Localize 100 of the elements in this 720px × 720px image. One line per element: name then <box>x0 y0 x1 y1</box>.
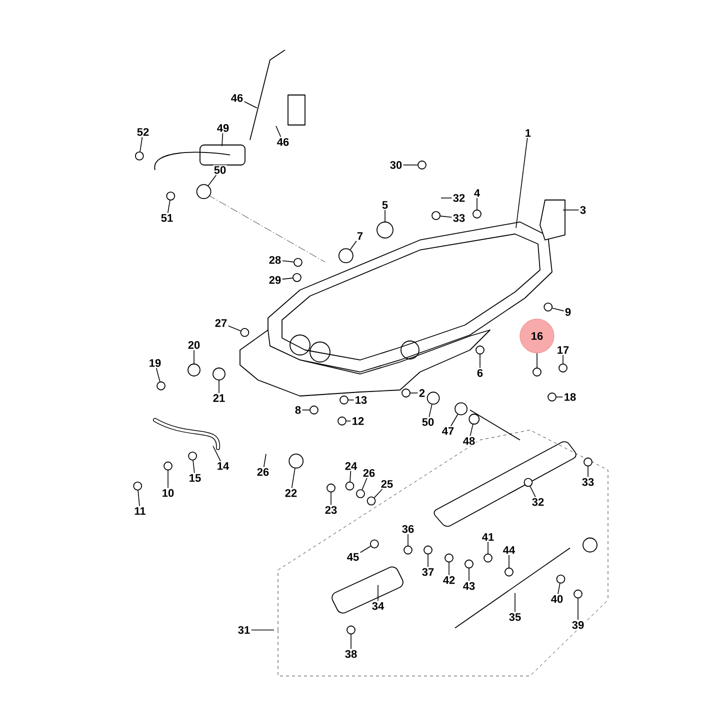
callout-number: 12 <box>350 416 366 426</box>
part-drawing <box>326 484 336 492</box>
callout-number: 51 <box>160 213 174 223</box>
part-drawing <box>424 546 432 554</box>
part-drawing <box>476 346 484 354</box>
leader-line <box>263 454 266 468</box>
callout-number: 22 <box>284 488 298 498</box>
callout-number: 25 <box>380 479 394 489</box>
leader-line <box>450 414 458 426</box>
leader-line <box>330 492 332 506</box>
part-drawing <box>196 184 212 200</box>
leader-line <box>360 546 372 553</box>
part-drawing <box>472 210 482 218</box>
callout-number: 38 <box>344 649 358 659</box>
callout-number: 45 <box>346 552 360 562</box>
leader-line <box>228 326 241 332</box>
leader-line <box>468 568 470 582</box>
callout-number: 52 <box>136 127 150 137</box>
callout-number: 46 <box>230 93 244 103</box>
leader-line <box>508 554 510 568</box>
callout-number: 1 <box>524 128 532 138</box>
callout-number: 21 <box>212 393 226 403</box>
callout-number: 33 <box>580 477 596 487</box>
leader-line <box>514 592 516 612</box>
leader-line <box>346 420 352 422</box>
callout-number: 19 <box>148 358 162 368</box>
part-drawing <box>345 482 354 490</box>
part-drawing <box>212 368 226 380</box>
callout-number: 28 <box>268 255 282 265</box>
callout-number: 13 <box>354 395 368 405</box>
leader-line <box>384 210 386 222</box>
part-drawing <box>558 364 568 372</box>
callout-number: 11 <box>133 506 147 516</box>
part-drawing <box>356 489 365 498</box>
callout-number: 39 <box>570 620 586 630</box>
leader-line <box>552 308 564 312</box>
callout-number: 44 <box>502 545 516 555</box>
leader-line <box>440 216 452 218</box>
part-drawing <box>584 458 592 466</box>
part-drawing <box>134 152 144 160</box>
callout-number: 7 <box>356 231 364 241</box>
callout-number: 17 <box>556 345 570 355</box>
part-drawing <box>468 414 480 425</box>
part-drawing <box>370 539 379 548</box>
leader-line <box>448 562 450 576</box>
leader-line <box>350 240 357 250</box>
part-drawing <box>376 222 394 238</box>
part-drawing <box>156 381 166 390</box>
leader-line <box>374 488 383 498</box>
callout-number: 46 <box>276 137 290 147</box>
leader-line <box>350 634 352 650</box>
part-drawing <box>504 568 514 576</box>
leader-line <box>140 136 143 152</box>
part-drawing <box>366 496 376 506</box>
leader-line <box>138 490 140 506</box>
callout-number: 30 <box>388 160 404 170</box>
leader-line <box>276 126 282 138</box>
callout-number: 36 <box>400 524 416 534</box>
part-drawing <box>548 392 556 402</box>
callout-number: 42 <box>442 575 456 585</box>
part-drawing <box>418 160 426 170</box>
leader-line <box>530 486 536 498</box>
leader-line <box>156 368 160 382</box>
part-drawing <box>188 452 197 460</box>
leader-line <box>362 478 368 490</box>
leader-line <box>244 101 258 108</box>
callout-number: 43 <box>462 581 476 591</box>
callout-number: 20 <box>186 340 202 350</box>
leader-line <box>516 138 528 228</box>
leader-line <box>282 260 294 262</box>
part-drawing <box>340 396 348 404</box>
part-drawing <box>444 554 454 562</box>
callout-number: 14 <box>216 461 230 471</box>
leader-line <box>428 404 432 418</box>
part-drawing <box>346 626 356 634</box>
part-drawing <box>166 192 176 200</box>
leader-line <box>291 468 296 488</box>
leader-line <box>536 352 538 368</box>
part-drawing <box>164 462 172 470</box>
leader-line <box>222 132 224 146</box>
callout-number: 26 <box>362 468 376 478</box>
callout-number: 8 <box>294 405 302 415</box>
part-drawing <box>240 328 250 337</box>
callout-number: 27 <box>214 318 228 328</box>
callout-number: 18 <box>562 392 578 402</box>
leader-line <box>218 380 220 394</box>
callout-number: 2 <box>418 388 426 398</box>
callout-number: 10 <box>160 488 176 498</box>
part-drawing <box>188 364 200 376</box>
part-drawing <box>294 258 302 267</box>
callout-number: 4 <box>472 188 482 198</box>
callout-number: 31 <box>236 625 252 635</box>
callout-number: 34 <box>370 601 386 611</box>
leader-line <box>558 583 560 594</box>
callout-number: 33 <box>452 213 466 223</box>
callout-number: 47 <box>440 426 456 436</box>
part-drawing <box>556 574 566 584</box>
part-drawing <box>288 454 304 469</box>
leader-line <box>470 424 474 436</box>
leader-line <box>562 354 564 364</box>
